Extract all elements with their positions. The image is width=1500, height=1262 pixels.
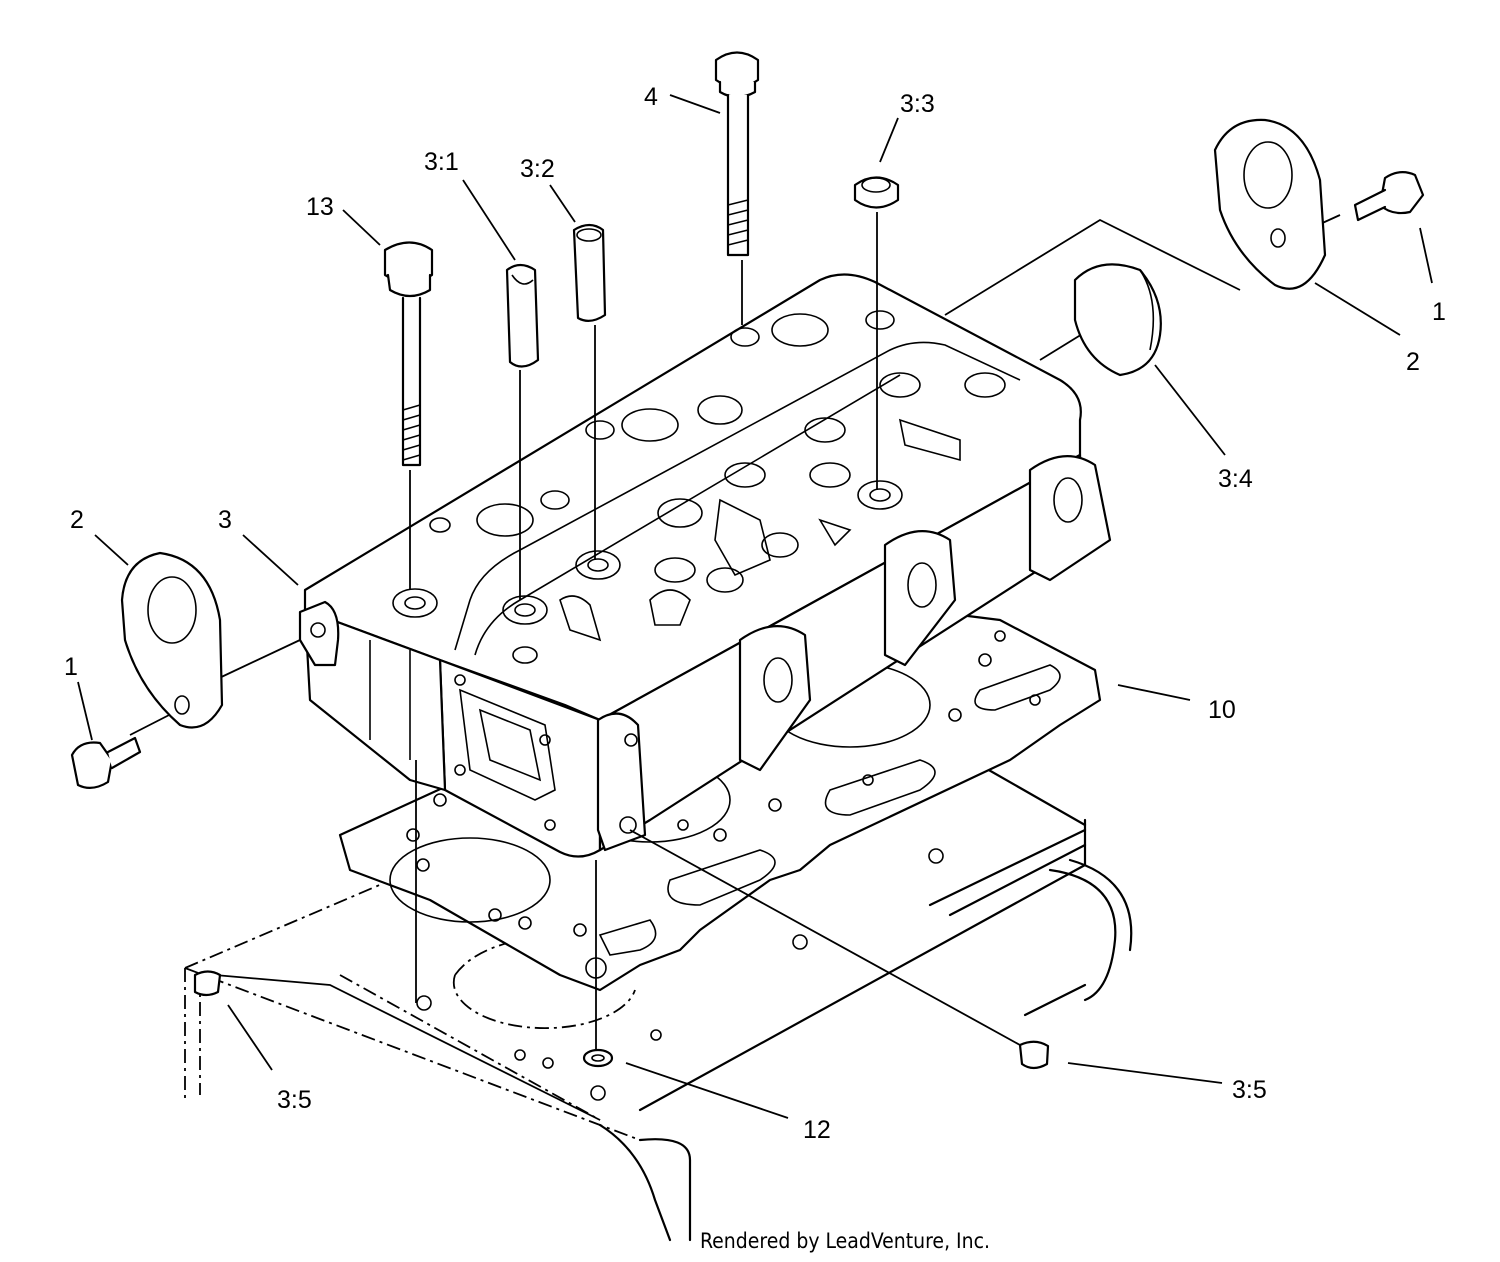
callout-4: 4: [644, 83, 658, 111]
callout-3-1: 3:1: [424, 148, 459, 176]
callout-2-right: 2: [1406, 348, 1420, 376]
lifting-plate-left: [120, 551, 224, 729]
callout-3-3: 3:3: [900, 90, 935, 118]
bolt-1-left: [70, 736, 142, 789]
callout-labels: 1 2 3 13 3:1 3:2 4 3:3 1 2 3:4 10 3:5 3:…: [64, 83, 1446, 1144]
render-credit: Rendered by LeadVenture, Inc.: [700, 1229, 990, 1253]
callout-12: 12: [803, 1116, 831, 1144]
lifting-plate-right: [1213, 118, 1327, 290]
valve-guide-3-1: [505, 263, 540, 368]
callout-3-2: 3:2: [520, 155, 555, 183]
callout-leaders: [77, 94, 1433, 1119]
callout-3: 3: [218, 506, 232, 534]
head-bolt-13: [383, 241, 434, 467]
callout-3-5-right: 3:5: [1232, 1076, 1267, 1104]
washer-12: [582, 1048, 614, 1068]
callout-2-left: 2: [70, 506, 84, 534]
callout-1-right: 1: [1432, 298, 1446, 326]
callout-1-left: 1: [64, 653, 78, 681]
callout-13: 13: [306, 193, 334, 221]
dowel-3-5-right: [1018, 1040, 1050, 1070]
expansion-plug-3-4: [1073, 263, 1162, 377]
callout-3-4: 3:4: [1218, 465, 1253, 493]
alignment-lines: [129, 212, 1341, 1121]
callout-3-5-left: 3:5: [277, 1086, 312, 1114]
valve-guide-3-2: [572, 223, 607, 322]
engine-block: [184, 763, 1133, 1242]
dowel-3-5-left: [193, 970, 222, 997]
bolt-1-right: [1353, 171, 1425, 222]
valve-seal-3-3: [853, 176, 900, 209]
cylinder-head: [298, 273, 1112, 858]
head-bolt-4: [714, 51, 760, 257]
callout-10: 10: [1208, 696, 1236, 724]
